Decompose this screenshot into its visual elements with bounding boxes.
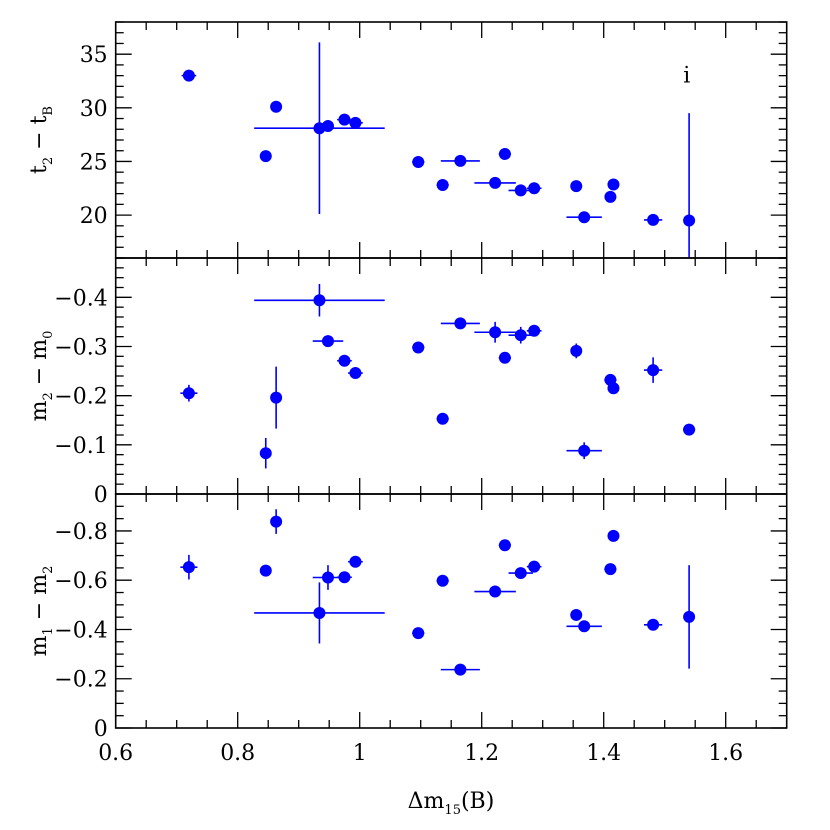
- y-axis-label: m2 − m0: [27, 331, 56, 422]
- data-point: [683, 423, 696, 436]
- x-axis: 0.6 0.8 1 1.2 1.4 1.6: [98, 741, 743, 766]
- data-point: [474, 585, 516, 598]
- data-point: [498, 147, 511, 160]
- data-point: [508, 326, 533, 344]
- data-point: [526, 182, 542, 195]
- data-point: [498, 351, 511, 364]
- y-tick-label: −0.2: [54, 385, 107, 410]
- data-point: [270, 509, 283, 534]
- y-tick-label: 35: [80, 43, 108, 68]
- x-tick-label: 0.6: [98, 741, 133, 766]
- data-point: [440, 154, 480, 167]
- y-tick-label: 20: [80, 204, 108, 229]
- data-point: [474, 176, 516, 189]
- data-point: [348, 116, 363, 129]
- data-point: [440, 317, 480, 330]
- x-tick-label: 0.8: [220, 741, 255, 766]
- panel-bottom: 0 −0.2 −0.4 −0.6 −0.8 m1 − m2: [27, 493, 788, 742]
- annotation-label: i: [683, 64, 690, 89]
- data-point: [526, 324, 542, 337]
- x-tick-label: 1.2: [464, 741, 499, 766]
- x-axis-label: Δm15(B): [408, 789, 495, 818]
- y-tick-label: −0.3: [54, 336, 107, 361]
- data-point: [607, 178, 620, 191]
- data-point: [436, 179, 449, 192]
- data-point: [498, 539, 511, 552]
- panel-frame: [114, 257, 788, 495]
- data-point: [180, 384, 198, 402]
- chart-panels: 20 25 30 35 t2 − tB i 0 −0.1 −0.2 −0.3 −0.4 m2 − m0…: [27, 21, 788, 742]
- data-point: [337, 354, 352, 367]
- data-point: [259, 564, 272, 577]
- data-point: [683, 113, 696, 258]
- y-tick-label: 0: [94, 483, 108, 508]
- data-point: [259, 150, 272, 163]
- data-point: [412, 627, 425, 640]
- y-tick-label: −0.2: [54, 668, 107, 693]
- data-point: [440, 663, 480, 676]
- x-tick-label: 1.6: [708, 741, 743, 766]
- data-point: [270, 100, 283, 113]
- panel-frame: [114, 493, 788, 729]
- data-point: [474, 321, 516, 343]
- x-tick-label: 1.4: [586, 741, 621, 766]
- data-series: [181, 42, 696, 258]
- y-tick-label: −0.6: [54, 569, 107, 594]
- y-tick-label: −0.4: [54, 286, 107, 311]
- y-tick-label: 0: [94, 717, 108, 742]
- data-point: [412, 341, 425, 354]
- x-tick-label: 1: [353, 741, 367, 766]
- data-point: [270, 366, 283, 429]
- data-point: [570, 608, 583, 621]
- data-point: [566, 442, 602, 460]
- data-series: [180, 509, 696, 676]
- data-point: [181, 69, 197, 82]
- data-point: [604, 563, 617, 576]
- panel-middle: 0 −0.1 −0.2 −0.3 −0.4 m2 − m0: [27, 257, 788, 508]
- data-point: [312, 335, 344, 348]
- data-point: [337, 571, 352, 584]
- y-axis-label: t2 − tB: [27, 106, 56, 174]
- y-axis-label: m1 − m2: [27, 566, 56, 657]
- panel-top: 20 25 30 35 t2 − tB i: [27, 21, 788, 259]
- y-tick-label: −0.1: [54, 434, 107, 459]
- data-point: [436, 574, 449, 587]
- data-point: [259, 437, 272, 469]
- data-point: [254, 582, 385, 644]
- data-point: [254, 284, 385, 317]
- y-tick-label: 30: [80, 97, 108, 122]
- data-point: [607, 529, 620, 542]
- data-point: [254, 42, 385, 215]
- data-point: [508, 567, 533, 580]
- data-point: [337, 113, 352, 126]
- data-point: [643, 357, 663, 383]
- data-point: [348, 555, 363, 568]
- data-point: [643, 618, 663, 631]
- data-point: [348, 367, 363, 380]
- y-tick-label: −0.8: [54, 520, 107, 545]
- data-point: [683, 565, 696, 669]
- data-point: [570, 343, 583, 359]
- data-point: [566, 211, 602, 224]
- data-point: [607, 382, 620, 395]
- data-series: [180, 284, 696, 469]
- data-point: [643, 213, 663, 226]
- data-point: [436, 412, 449, 425]
- data-point: [180, 554, 198, 580]
- data-point: [604, 190, 617, 203]
- y-tick-label: 25: [80, 150, 108, 175]
- data-point: [570, 180, 583, 193]
- data-point: [321, 120, 334, 133]
- data-point: [526, 560, 542, 573]
- y-tick-label: −0.4: [54, 618, 107, 643]
- data-point: [566, 620, 602, 633]
- data-point: [412, 155, 425, 168]
